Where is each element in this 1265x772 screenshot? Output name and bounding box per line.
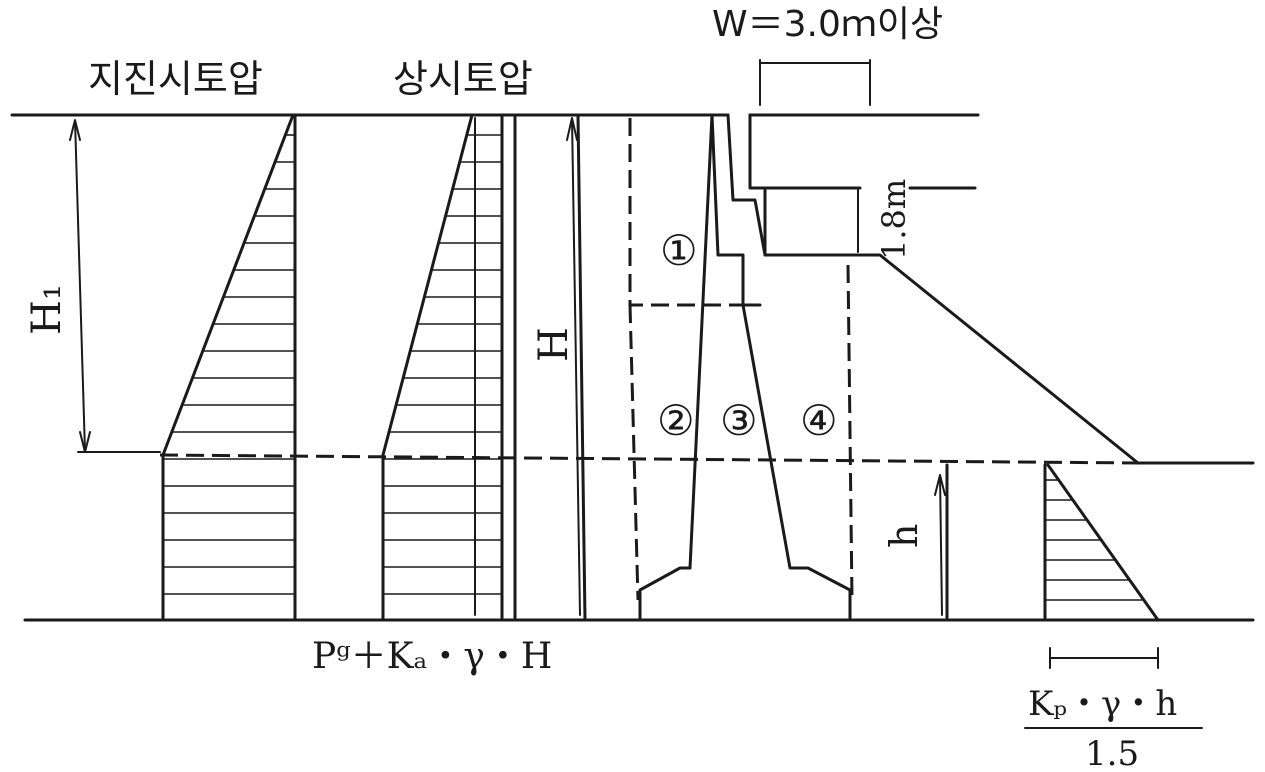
normal-pressure-diagram [381,113,517,622]
circle-1-label: ① [660,226,698,275]
circle-3-label: ③ [720,396,758,445]
h-label: H [531,327,577,362]
dashed-level-line [159,453,1141,465]
active-formula-label: Pᵍ＋Kₐ・γ・H [312,636,552,677]
h-dimension [566,113,587,622]
passive-dimension [1024,647,1203,729]
passive-pressure-diagram [934,463,1160,622]
seismic-pressure-label: 지진시토압 [88,57,263,101]
width-label: W＝3.0ｍ이상 [712,4,943,45]
normal-pressure-label: 상시토압 [393,57,533,101]
passive-formula-numerator: Kₚ・γ・h [1028,684,1177,724]
h1-label: H₁ [24,284,70,335]
seismic-pressure-diagram [161,113,297,622]
passive-formula-denominator: 1.5 [1085,734,1139,772]
wall-section [628,113,1140,622]
circle-2-label: ② [657,396,695,445]
height-1-8-label: 1.8m [875,179,913,260]
small-h-label: h [882,524,926,548]
w-dimension [759,59,871,106]
h1-dimension [69,119,161,453]
circle-4-label: ④ [800,396,838,445]
